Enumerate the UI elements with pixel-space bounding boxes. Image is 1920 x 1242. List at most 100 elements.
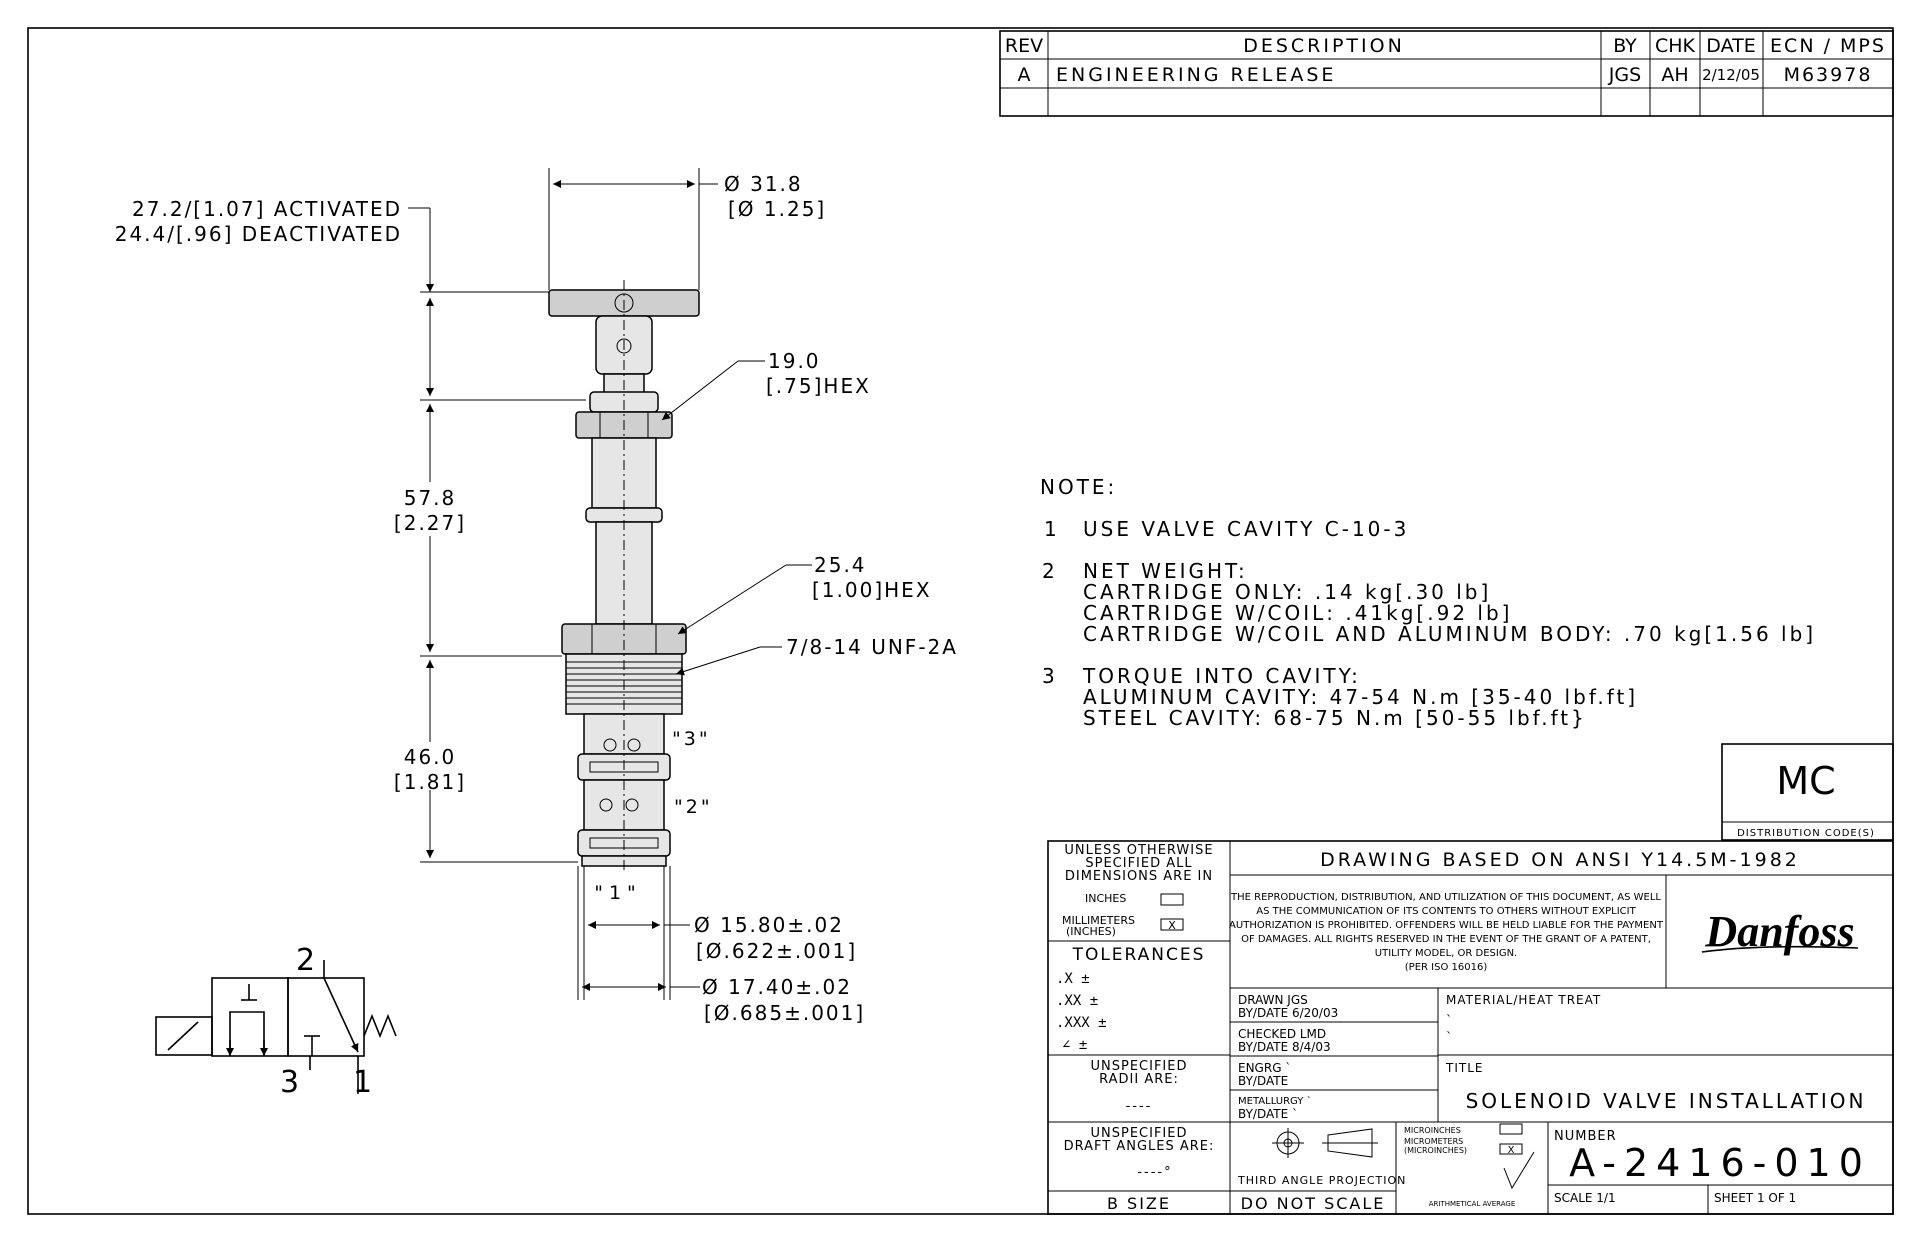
rev-header-date: DATE bbox=[1706, 35, 1755, 57]
hydraulic-symbol: 2 3 1 bbox=[155, 943, 397, 1100]
tb-legal-2: AS THE COMMUNICATION OF ITS CONTENTS TO … bbox=[1256, 906, 1636, 917]
revision-block: REV DESCRIPTION BY CHK DATE ECN / MPS A … bbox=[999, 30, 1894, 117]
tb-finish-micro: MICROINCHES bbox=[1404, 1126, 1461, 1135]
tb-ansi: DRAWING BASED ON ANSI Y14.5M-1982 bbox=[1320, 849, 1800, 871]
tb-mm-mark: X bbox=[1168, 919, 1176, 932]
tb-size: B SIZE bbox=[1107, 1194, 1171, 1213]
tb-metallurgy: METALLURGY ` bbox=[1238, 1095, 1312, 1107]
projection-cone-icon bbox=[1327, 1128, 1373, 1158]
tb-tolerances: TOLERANCES bbox=[1072, 945, 1206, 965]
tb-mm-checkbox bbox=[1160, 918, 1184, 931]
tb-arith-average: ARITHMETICAL AVERAGE bbox=[1429, 1200, 1516, 1208]
rev-cell-description: ENGINEERING RELEASE bbox=[1056, 64, 1336, 86]
dim-hex-small: 19.0 bbox=[768, 349, 821, 373]
dimensions: Ø 31.8 [Ø 1.25] 27.2/[1.07] ACTIVATED 24… bbox=[115, 168, 958, 1025]
rev-cell-chk: AH bbox=[1661, 64, 1688, 86]
tb-finish-micrometers: MICROMETERS bbox=[1404, 1137, 1463, 1146]
surface-finish-check-icon bbox=[1503, 1151, 1535, 1190]
rev-header-by: BY bbox=[1613, 35, 1637, 57]
tb-engrg-date: BY/DATE bbox=[1238, 1074, 1288, 1088]
distribution-code-box: MC DISTRIBUTION CODE(S) bbox=[1721, 743, 1894, 841]
dim-hex-large: 25.4 bbox=[814, 553, 867, 577]
dim-top-diameter-in: [Ø 1.25] bbox=[728, 197, 826, 221]
tb-scale: SCALE 1/1 bbox=[1554, 1191, 1616, 1205]
dim-diameter-small: Ø 15.80±.02 bbox=[694, 913, 844, 937]
tb-do-not-scale: DO NOT SCALE bbox=[1241, 1194, 1386, 1213]
tb-tol-angle: ∠ ± bbox=[1062, 1037, 1087, 1053]
tb-drawn: DRAWN JGS bbox=[1238, 993, 1308, 1007]
note-2-number: 2 bbox=[1042, 559, 1055, 583]
tb-draft-2: DRAFT ANGLES ARE: bbox=[1064, 1139, 1215, 1154]
note-3-line-3: STEEL CAVITY: 68-75 N.m [50-55 lbf.ft} bbox=[1083, 706, 1587, 730]
rev-cell-rev: A bbox=[1018, 64, 1031, 86]
tb-number-label: NUMBER bbox=[1554, 1129, 1617, 1144]
note-2-line-4: CARTRIDGE W/COIL AND ALUMINUM BODY: .70 … bbox=[1083, 622, 1816, 646]
tb-millimeters-in: (INCHES) bbox=[1066, 925, 1116, 938]
symbol-port-2: 2 bbox=[296, 943, 315, 978]
tb-inches: INCHES bbox=[1085, 892, 1126, 905]
tb-legal-5: UTILITY MODEL, OR DESIGN. bbox=[1375, 948, 1517, 959]
note-3-line-1: TORQUE INTO CAVITY: bbox=[1082, 664, 1361, 688]
dim-thread: 7/8-14 UNF-2A bbox=[786, 635, 958, 659]
tb-unless-3: DIMENSIONS ARE IN bbox=[1065, 869, 1213, 884]
cartridge-valve-drawing bbox=[548, 280, 700, 870]
rev-header-chk: CHK bbox=[1655, 35, 1696, 57]
tb-drawing-number: A-2416-010 bbox=[1569, 1141, 1871, 1185]
port-3-label: "3" bbox=[672, 728, 711, 750]
dim-top-diameter: Ø 31.8 bbox=[724, 172, 803, 196]
tb-radii-1: UNSPECIFIED bbox=[1091, 1059, 1188, 1074]
tb-tol-xx: .XX ± bbox=[1056, 993, 1098, 1009]
rev-header-description: DESCRIPTION bbox=[1243, 35, 1405, 57]
dim-length-lower: 46.0 bbox=[404, 745, 457, 769]
note-2-line-2: CARTRIDGE ONLY: .14 kg[.30 lb] bbox=[1083, 580, 1491, 604]
tb-unless-2: SPECIFIED ALL bbox=[1085, 856, 1192, 871]
dim-hex-small-label: [.75]HEX bbox=[766, 374, 871, 398]
tb-finish-mark: X bbox=[1508, 1145, 1515, 1156]
tb-legal-4: OF DAMAGES. ALL RIGHTS RESERVED IN THE E… bbox=[1241, 934, 1651, 945]
tb-legal-1: THE REPRODUCTION, DISTRIBUTION, AND UTIL… bbox=[1230, 892, 1661, 903]
title-block: UNLESS OTHERWISE SPECIFIED ALL DIMENSION… bbox=[1047, 840, 1894, 1215]
dim-stroke-deactivated: 24.4/[.96] DEACTIVATED bbox=[115, 222, 402, 246]
tb-legal-3: AUTHORIZATION IS PROHIBITED. OFFENDERS W… bbox=[1229, 920, 1664, 931]
tb-material-value-1: ` bbox=[1446, 1013, 1452, 1027]
port-2-label: "2" bbox=[674, 796, 713, 818]
rev-header-rev: REV bbox=[1005, 35, 1043, 57]
note-2-line-1: NET WEIGHT: bbox=[1083, 559, 1248, 583]
tb-inches-checkbox bbox=[1160, 893, 1184, 906]
tb-material-label: MATERIAL/HEAT TREAT bbox=[1446, 993, 1601, 1007]
tb-radii-value: ---- bbox=[1126, 1099, 1153, 1114]
tb-draft-1: UNSPECIFIED bbox=[1091, 1126, 1188, 1141]
note-3-number: 3 bbox=[1042, 664, 1055, 688]
dim-diameter-large-in: [Ø.685±.001] bbox=[704, 1001, 865, 1025]
dim-length-upper: 57.8 bbox=[404, 486, 457, 510]
dim-length-lower-in: [1.81] bbox=[394, 770, 466, 794]
tb-material-value-2: ` bbox=[1446, 1030, 1452, 1044]
tb-unless-1: UNLESS OTHERWISE bbox=[1064, 843, 1213, 858]
tb-projection: THIRD ANGLE PROJECTION bbox=[1237, 1174, 1406, 1187]
tb-radii-2: RADII ARE: bbox=[1099, 1072, 1179, 1087]
tb-tol-xxx: .XXX ± bbox=[1056, 1015, 1107, 1031]
tb-tol-x: .X ± bbox=[1056, 971, 1090, 987]
tb-checked: CHECKED LMD bbox=[1238, 1027, 1326, 1041]
tb-millimeters: MILLIMETERS bbox=[1062, 914, 1135, 927]
notes-header: NOTE: bbox=[1040, 475, 1117, 499]
notes: NOTE: 1 USE VALVE CAVITY C-10-3 2 NET WE… bbox=[1040, 475, 1816, 730]
spring-icon bbox=[363, 1013, 397, 1039]
sheet-border bbox=[27, 27, 1894, 1215]
note-1-number: 1 bbox=[1044, 517, 1057, 541]
note-3-line-2: ALUMINUM CAVITY: 47-54 N.m [35-40 lbf.ft… bbox=[1083, 685, 1638, 709]
dim-length-upper-in: [2.27] bbox=[394, 511, 466, 535]
note-2-line-3: CARTRIDGE W/COIL: .41kg[.92 lb] bbox=[1083, 601, 1512, 625]
symbol-port-3: 3 bbox=[280, 1065, 299, 1100]
symbol-port-1: 1 bbox=[353, 1065, 372, 1100]
tb-drawing-title: SOLENOID VALVE INSTALLATION bbox=[1466, 1089, 1867, 1113]
tb-sheet: SHEET 1 OF 1 bbox=[1714, 1191, 1796, 1205]
tb-engrg: ENGRG ` bbox=[1238, 1061, 1291, 1075]
dim-diameter-large: Ø 17.40±.02 bbox=[702, 975, 852, 999]
dim-stroke-activated: 27.2/[1.07] ACTIVATED bbox=[132, 197, 402, 221]
port-1-label: "1" bbox=[594, 882, 642, 904]
note-1-line-1: USE VALVE CAVITY C-10-3 bbox=[1083, 517, 1409, 541]
distribution-code: MC bbox=[1776, 759, 1835, 803]
tb-metallurgy-date: BY/DATE ` bbox=[1238, 1107, 1298, 1121]
